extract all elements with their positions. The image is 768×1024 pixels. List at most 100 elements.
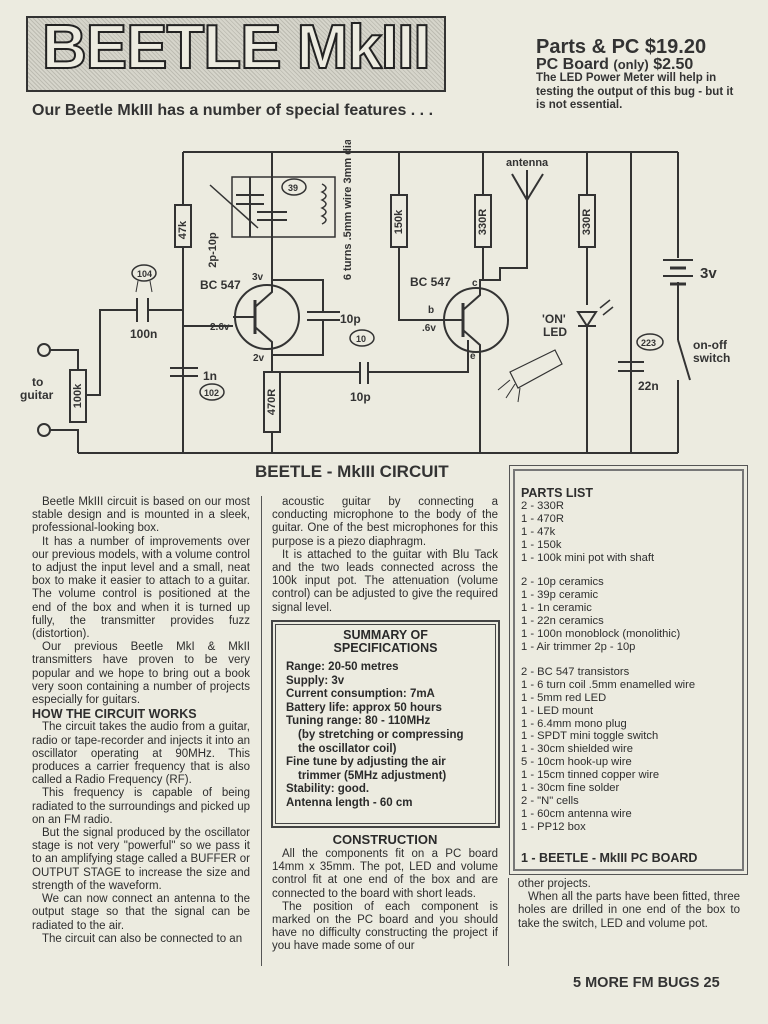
- spec-item: (by stretching or compressing: [298, 728, 464, 741]
- body-paragraph: Our previous Beetle MkI & MkII transmitt…: [32, 641, 250, 707]
- parts-item: 1 - 60cm antenna wire: [521, 807, 632, 820]
- column-1: Beetle MkIII circuit is based on our mos…: [32, 496, 250, 946]
- spec-title-line: SPECIFICATIONS: [333, 641, 438, 655]
- parts-item: 1 - 470R: [521, 512, 564, 525]
- spec-title-line: SUMMARY OF: [343, 628, 428, 642]
- construction-heading: CONSTRUCTION: [332, 832, 438, 847]
- specifications-box: SUMMARY OF SPECIFICATIONS Range: 20-50 m…: [271, 620, 500, 828]
- body-paragraph: But the signal produced by the oscillato…: [32, 827, 250, 892]
- label-to: to: [32, 375, 43, 389]
- parts-item: 2 - "N" cells: [521, 794, 579, 807]
- label-q2-e: e: [470, 351, 476, 362]
- label-c100n: 100n: [130, 327, 157, 341]
- parts-item: 1 - 6 turn coil .5mm enamelled wire: [521, 678, 696, 691]
- pcb-price-value: $2.50: [653, 56, 694, 73]
- spec-title: SUMMARY OF SPECIFICATIONS: [286, 629, 485, 655]
- label-q1-2v: 2v: [253, 353, 265, 364]
- body-paragraph: All the components fit on a PC board 14m…: [272, 848, 498, 900]
- label-c102: 102: [204, 388, 219, 398]
- column-divider: [508, 878, 509, 966]
- label-r330a: 330R: [477, 209, 489, 235]
- label-c10p-a: 10p: [340, 312, 361, 326]
- parts-item: 1 - 100k mini pot with shaft: [521, 551, 655, 564]
- label-c22n: 22n: [638, 379, 659, 393]
- spec-item: trimmer (5MHz adjustment): [298, 769, 447, 782]
- body-paragraph: The position of each component is marked…: [272, 900, 498, 953]
- column-2: acoustic guitar by connecting a conducti…: [272, 496, 498, 615]
- parts-item: 1 - 30cm shielded wire: [521, 743, 633, 756]
- label-c10-code: 10: [356, 334, 366, 344]
- parts-item: 1 - 100n monoblock (monolithic): [521, 628, 681, 641]
- page-title: BEETLE MkIII: [41, 12, 432, 83]
- subtitle: Our Beetle MkIII has a number of special…: [32, 102, 434, 119]
- column-divider: [261, 496, 262, 966]
- parts-item: 1 - LED mount: [521, 704, 594, 717]
- label-c2p10p: 2p-10p: [207, 232, 219, 268]
- label-coil: 6 turns .5mm wire 3mm dia.: [342, 140, 354, 280]
- parts-item: 1 - Air trimmer 2p - 10p: [521, 640, 636, 653]
- parts-item: 2 - BC 547 transistors: [521, 665, 630, 678]
- column-3: other projects. When all the parts have …: [518, 878, 740, 931]
- spec-item: Stability: good.: [286, 783, 370, 796]
- label-switch-1: on-off: [693, 338, 728, 352]
- label-c1n: 1n: [203, 369, 217, 383]
- body-paragraph: It has a number of improvements over our…: [32, 535, 250, 641]
- pcb-only: (only): [613, 57, 649, 72]
- body-paragraph: other projects.: [518, 878, 591, 890]
- circuit-title: BEETLE - MkIII CIRCUIT: [255, 462, 449, 481]
- spec-item: Range: 20-50 metres: [286, 661, 399, 673]
- pcb-label: PC Board: [536, 56, 609, 73]
- circuit-diagram: 47k 2p-10p 39 6 turns .5mm wire 3mm dia.…: [20, 140, 730, 454]
- pcb-board-line: 1 - BEETLE - MkIII PC BOARD: [521, 850, 698, 865]
- label-q1-26v: 2.6v: [210, 322, 230, 333]
- spec-item: Tuning range: 80 - 110MHz: [286, 715, 431, 728]
- body-paragraph: acoustic guitar by connecting a conducti…: [272, 496, 498, 548]
- parts-item: 1 - 6.4mm mono plug: [521, 717, 627, 730]
- parts-item: 2 - 10p ceramics: [521, 576, 604, 589]
- label-guitar: guitar: [20, 388, 54, 402]
- parts-item: 1 - 5mm red LED: [521, 691, 607, 704]
- parts-item: 1 - SPDT mini toggle switch: [521, 730, 659, 743]
- svg-text:47k: 47k: [177, 220, 189, 239]
- body-paragraph: Beetle MkIII circuit is based on our mos…: [32, 496, 250, 535]
- body-paragraph: The circuit takes the audio from a guita…: [32, 721, 250, 787]
- label-r470: 470R: [266, 389, 278, 415]
- label-q1-3v: 3v: [252, 272, 264, 283]
- construction-text: All the components fit on a PC board 14m…: [272, 848, 498, 954]
- label-q2-6v: .6v: [422, 323, 436, 334]
- spec-item: Battery life: approx 50 hours: [286, 701, 442, 714]
- spec-item: the oscillator coil): [298, 742, 397, 755]
- parts-list-box: PARTS LIST 2 - 330R 1 - 470R 1 - 47k 1 -…: [509, 465, 748, 875]
- label-r100k: 100k: [72, 383, 84, 408]
- parts-item: 1 - 30cm fine solder: [521, 782, 620, 795]
- parts-item: 5 - 10cm hook-up wire: [521, 756, 632, 769]
- parts-item: 1 - 47k: [521, 525, 556, 538]
- body-paragraph: This frequency is capable of being radia…: [32, 787, 251, 826]
- label-r330b: 330R: [581, 209, 593, 235]
- label-led: LED: [543, 325, 567, 339]
- section-heading: HOW THE CIRCUIT WORKS: [32, 707, 197, 722]
- label-c39-code: 39: [288, 183, 298, 193]
- parts-item: 1 - 39p ceramic: [521, 589, 599, 602]
- label-q2-c: c: [472, 278, 478, 289]
- parts-item: 1 - 15cm tinned copper wire: [521, 769, 660, 782]
- pcb-price: PC Board (only) $2.50: [536, 56, 693, 74]
- parts-item: 1 - 22n ceramics: [521, 615, 604, 628]
- title-banner: [26, 16, 446, 92]
- parts-item: 1 - PP12 box: [521, 820, 586, 833]
- label-r150k: 150k: [393, 209, 405, 234]
- spec-item: Supply: 3v: [286, 674, 345, 687]
- body-paragraph: It is attached to the guitar with Blu Ta…: [272, 548, 498, 614]
- label-led-on: 'ON': [542, 312, 566, 326]
- spec-item: Current consumption: 7mA: [286, 688, 435, 701]
- spec-item: Antenna length - 60 cm: [286, 796, 413, 809]
- label-antenna: antenna: [506, 157, 549, 169]
- parts-item: 2 - 330R: [521, 499, 564, 512]
- label-c10p-b: 10p: [350, 390, 371, 404]
- label-q1: BC 547: [200, 278, 241, 292]
- price-heading: Parts & PC $19.20: [536, 36, 707, 58]
- label-c223: 223: [641, 338, 656, 348]
- label-c104: 104: [137, 269, 152, 279]
- body-paragraph: We can now connect an antenna to the out…: [32, 893, 250, 932]
- parts-item: 1 - 150k: [521, 538, 562, 551]
